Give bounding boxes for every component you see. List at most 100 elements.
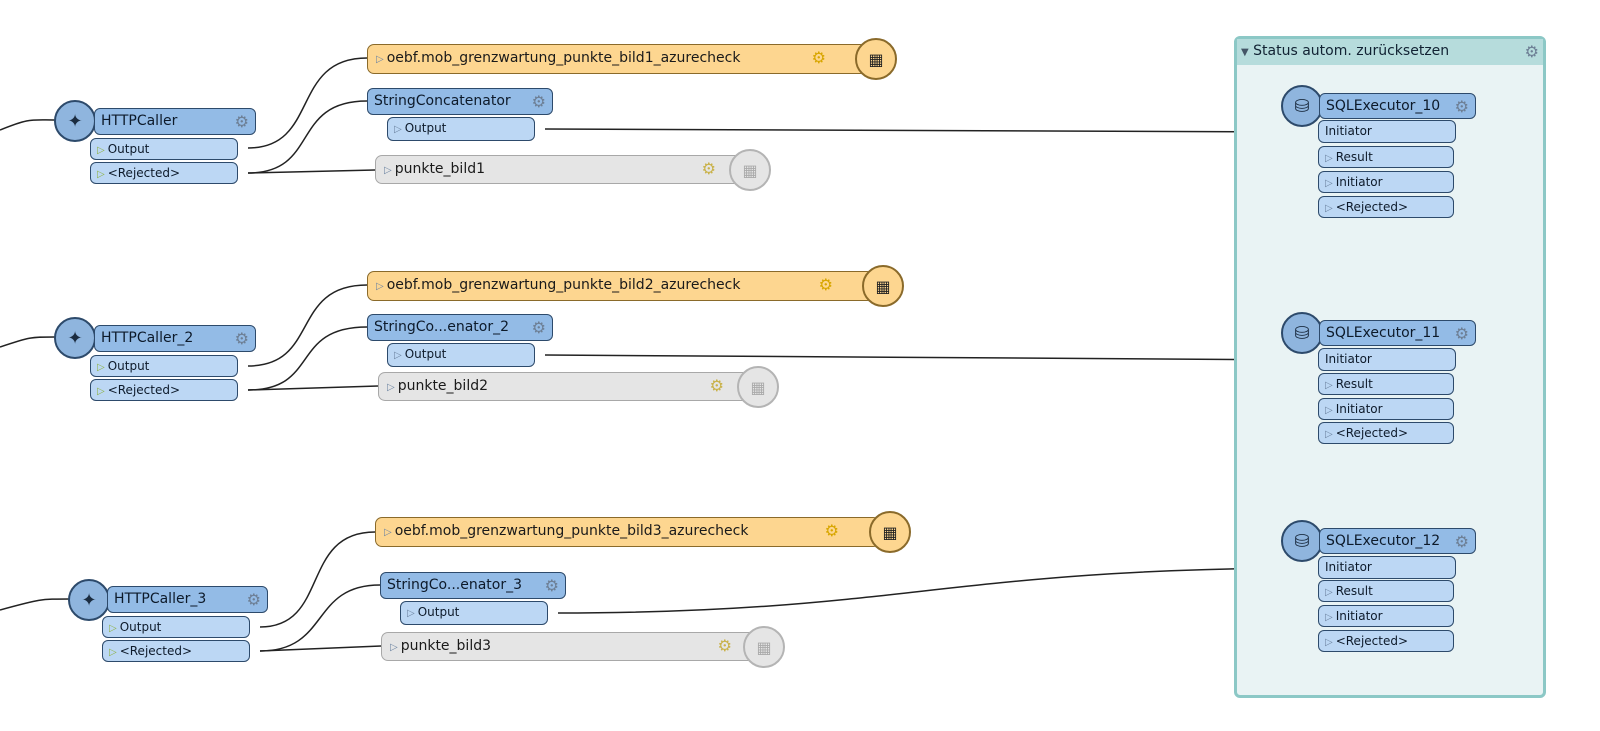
triangle-icon: ▷ (394, 124, 402, 135)
port-label: Output (404, 347, 447, 361)
transformer-name: SQLExecutor_10 (1326, 98, 1441, 114)
triangle-icon: ▷ (97, 145, 105, 156)
rejected-port[interactable]: ▷<Rejected> (1318, 196, 1454, 218)
stringconcatenator-2-transformer[interactable]: StringCo...enator_2 ⚙ (367, 314, 553, 341)
gear-icon[interactable]: ⚙ (701, 159, 716, 178)
gear-icon[interactable]: ⚙ (717, 636, 732, 655)
output-port[interactable]: ▷Output (90, 138, 238, 160)
port-label: Initiator (1335, 175, 1383, 189)
initiator-input-port[interactable]: Initiator (1318, 556, 1456, 579)
initiator-output-port[interactable]: ▷Initiator (1318, 398, 1454, 420)
writer-name: punkte_bild3 (400, 638, 492, 654)
transformer-name: StringCo...enator_3 (387, 577, 523, 593)
port-label: Output (107, 142, 150, 156)
triangle-icon: ▷ (1325, 637, 1333, 648)
bookmark-header[interactable]: ▼ Status autom. zurücksetzen ⚙ (1237, 39, 1543, 65)
writer-bild1-azurecheck[interactable]: ▷oebf.mob_grenzwartung_punkte_bild1_azur… (367, 44, 867, 74)
writer-punkte-bild3-disabled[interactable]: ▷punkte_bild3 ⚙ (381, 632, 761, 661)
sqlexecutor-12-transformer[interactable]: SQLExecutor_12⚙ (1319, 528, 1476, 554)
stringconcatenator-3-transformer[interactable]: StringCo...enator_3 ⚙ (380, 572, 566, 599)
result-port[interactable]: ▷Result (1318, 146, 1454, 168)
triangle-icon: ▷ (1325, 380, 1333, 391)
triangle-icon: ▷ (384, 165, 392, 176)
triangle-icon: ▷ (109, 647, 117, 658)
gear-icon[interactable]: ⚙ (1454, 97, 1469, 116)
output-port[interactable]: ▷Output (102, 616, 250, 638)
port-label: Output (107, 359, 150, 373)
writer-punkte-bild1-disabled[interactable]: ▷punkte_bild1⚙ (375, 155, 745, 184)
sqlexecutor-11-transformer[interactable]: SQLExecutor_11 ⚙ (1319, 320, 1476, 346)
gear-icon[interactable]: ⚙ (811, 48, 826, 67)
result-port[interactable]: ▷Result (1318, 373, 1454, 395)
writer-bild2-azurecheck[interactable]: ▷oebf.mob_grenzwartung_punkte_bild2_azur… (367, 271, 874, 301)
httpcaller-icon: ✦ (68, 579, 110, 621)
gear-icon[interactable]: ⚙ (544, 576, 559, 595)
httpcaller-icon: ✦ (54, 100, 96, 142)
port-label: Output (404, 121, 447, 135)
output-port[interactable]: ▷Output (387, 117, 535, 141)
output-port[interactable]: ▷Output (90, 355, 238, 377)
writer-punkte-bild2-disabled[interactable]: ▷punkte_bild2⚙ (378, 372, 753, 401)
stringconcatenator-transformer[interactable]: StringConcatenator ⚙ (367, 88, 553, 115)
httpcaller-3-transformer[interactable]: HTTPCaller_3⚙ (107, 586, 268, 613)
table-writer-icon: ▦ (737, 366, 779, 408)
triangle-icon: ▷ (376, 54, 384, 65)
initiator-input-port[interactable]: Initiator (1318, 348, 1456, 371)
gear-icon[interactable]: ⚙ (709, 376, 724, 395)
triangle-icon: ▷ (1325, 153, 1333, 164)
gear-icon[interactable]: ⚙ (818, 275, 833, 294)
sqlexecutor-10-transformer[interactable]: SQLExecutor_10 ⚙ (1319, 93, 1476, 119)
triangle-icon: ▷ (390, 642, 398, 653)
writer-name: oebf.mob_grenzwartung_punkte_bild3_azure… (394, 523, 749, 539)
port-label: Initiator (1325, 352, 1372, 366)
database-icon: ⛁ (1281, 312, 1323, 354)
gear-icon[interactable]: ⚙ (1454, 532, 1469, 551)
table-writer-icon: ▦ (743, 626, 785, 668)
port-label: <Rejected> (107, 166, 181, 180)
table-writer-icon: ▦ (869, 511, 911, 553)
gear-icon[interactable]: ⚙ (531, 318, 546, 337)
rejected-port[interactable]: ▷<Rejected> (90, 162, 238, 184)
initiator-output-port[interactable]: ▷Initiator (1318, 605, 1454, 627)
gear-icon[interactable]: ⚙ (234, 329, 249, 348)
output-port[interactable]: ▷Output (387, 343, 535, 367)
gear-icon[interactable]: ⚙ (1454, 324, 1469, 343)
initiator-input-port[interactable]: Initiator (1318, 120, 1456, 143)
output-port[interactable]: ▷Output (400, 601, 548, 625)
bookmark-title: Status autom. zurücksetzen (1253, 43, 1450, 59)
writer-bild3-azurecheck[interactable]: ▷oebf.mob_grenzwartung_punkte_bild3_azur… (375, 517, 880, 547)
table-writer-icon: ▦ (862, 265, 904, 307)
httpcaller-transformer[interactable]: HTTPCaller ⚙ (94, 108, 256, 135)
port-label: Output (119, 620, 162, 634)
gear-icon[interactable]: ⚙ (246, 590, 261, 609)
triangle-icon: ▷ (1325, 429, 1333, 440)
transformer-name: HTTPCaller_2 (101, 330, 194, 346)
initiator-output-port[interactable]: ▷Initiator (1318, 171, 1454, 193)
rejected-port[interactable]: ▷<Rejected> (90, 379, 238, 401)
writer-name: oebf.mob_grenzwartung_punkte_bild2_azure… (386, 277, 741, 293)
result-port[interactable]: ▷Result (1318, 580, 1454, 602)
transformer-name: StringCo...enator_2 (374, 319, 510, 335)
transformer-name: StringConcatenator (374, 93, 511, 109)
triangle-icon: ▷ (109, 623, 117, 634)
rejected-port[interactable]: ▷<Rejected> (1318, 630, 1454, 652)
rejected-port[interactable]: ▷<Rejected> (1318, 422, 1454, 444)
writer-name: punkte_bild2 (397, 378, 489, 394)
transformer-name: HTTPCaller (101, 113, 178, 129)
gear-icon[interactable]: ⚙ (531, 92, 546, 111)
port-label: Result (1335, 584, 1373, 598)
port-label: Result (1335, 377, 1373, 391)
triangle-icon: ▷ (407, 608, 415, 619)
triangle-icon: ▷ (1325, 587, 1333, 598)
triangle-icon: ▷ (97, 169, 105, 180)
gear-icon[interactable]: ⚙ (234, 112, 249, 131)
gear-icon[interactable]: ⚙ (824, 521, 839, 540)
transformer-name: SQLExecutor_11 (1326, 325, 1441, 341)
database-icon: ⛁ (1281, 85, 1323, 127)
writer-name: oebf.mob_grenzwartung_punkte_bild1_azure… (386, 50, 741, 66)
triangle-icon: ▷ (1325, 612, 1333, 623)
httpcaller-2-transformer[interactable]: HTTPCaller_2 ⚙ (94, 325, 256, 352)
gear-icon[interactable]: ⚙ (1524, 42, 1539, 61)
collapse-triangle-icon[interactable]: ▼ (1241, 47, 1249, 58)
rejected-port[interactable]: ▷<Rejected> (102, 640, 250, 662)
